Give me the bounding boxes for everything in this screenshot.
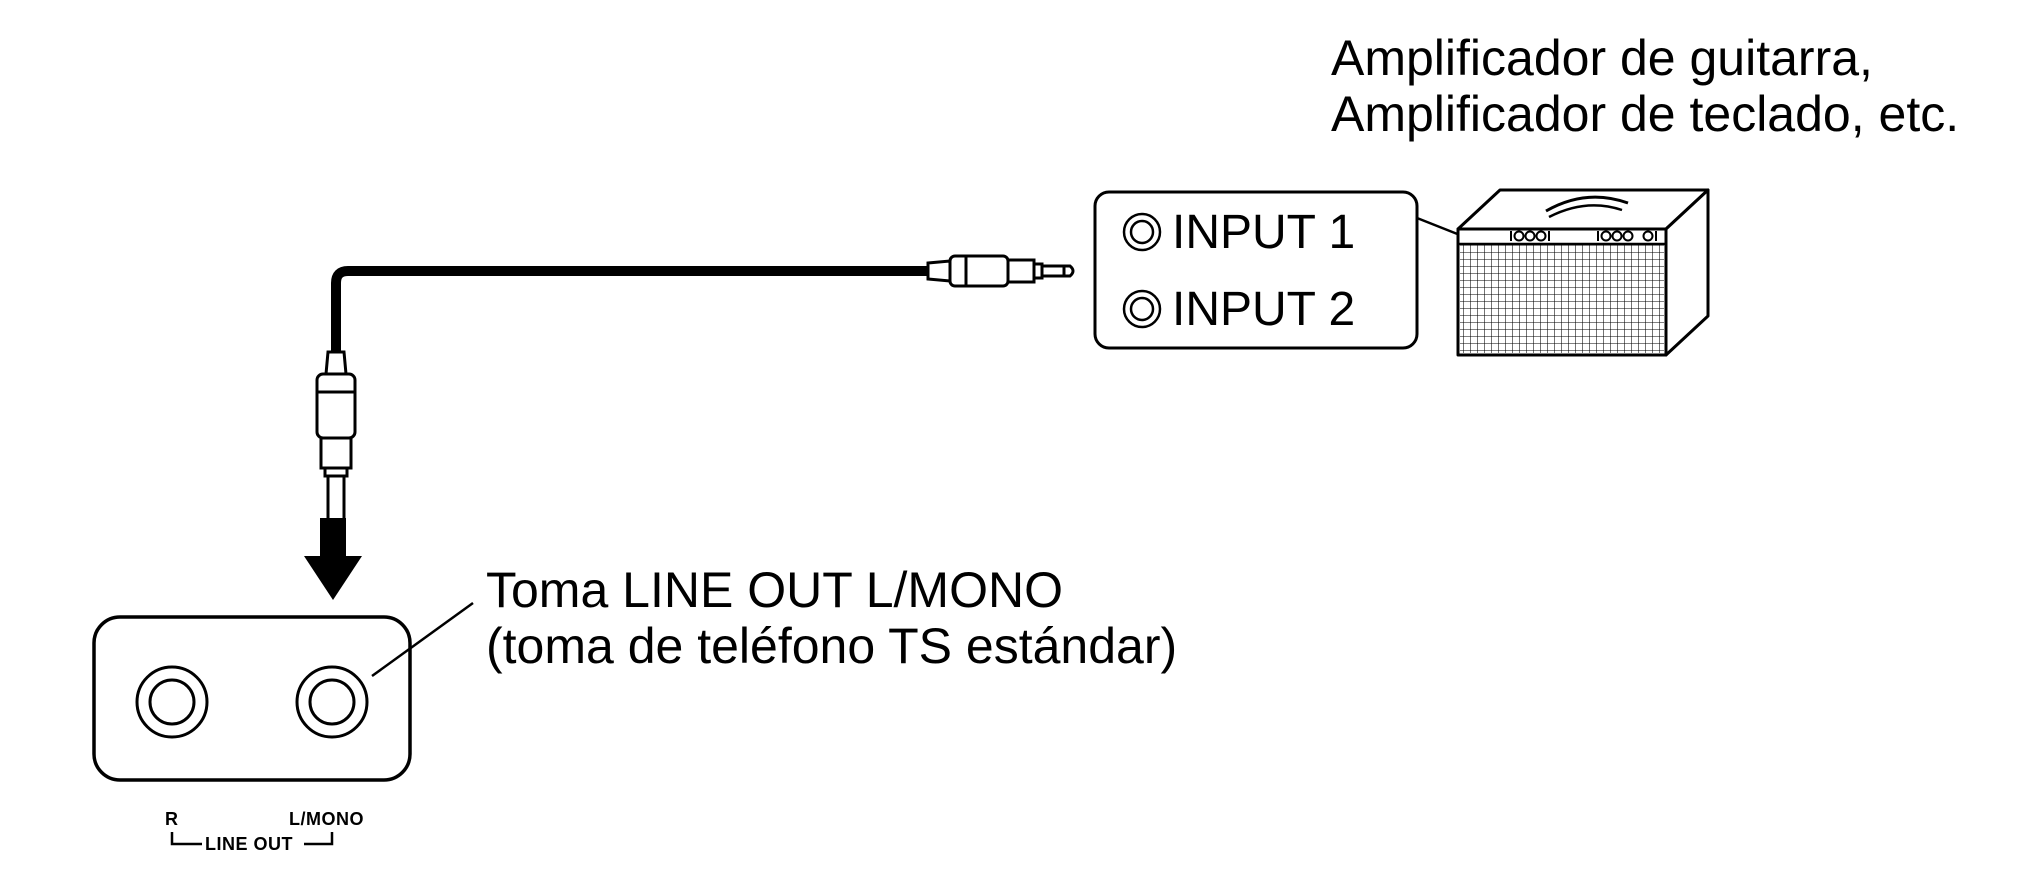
amplifier-caption: Amplificador de guitarra, Amplificador d… — [1331, 30, 1959, 142]
down-arrow-icon — [304, 518, 362, 600]
line-out-label: LINE OUT — [205, 834, 293, 854]
jack-callout-line-1: Toma LINE OUT L/MONO — [486, 562, 1063, 618]
input-2-label: INPUT 2 — [1172, 283, 1356, 336]
vertical-plug — [315, 350, 357, 532]
jack-callout: Toma LINE OUT L/MONO (toma de teléfono T… — [486, 562, 1177, 674]
input-2-jack-icon — [1122, 289, 1162, 329]
audio-cable — [331, 266, 936, 360]
horizontal-plug — [926, 254, 1075, 288]
l-mono-jack-icon — [295, 665, 369, 739]
amplifier-caption-line-2: Amplificador de teclado, etc. — [1331, 86, 1960, 142]
input-1-label: INPUT 1 — [1172, 206, 1356, 259]
l-mono-label: L/MONO — [289, 809, 364, 829]
input-panel — [1093, 190, 1471, 350]
line-out-panel — [92, 601, 474, 846]
amplifier-icon — [1456, 188, 1710, 357]
input-1-jack-icon — [1122, 212, 1162, 252]
jack-callout-line-2: (toma de teléfono TS estándar) — [486, 618, 1178, 674]
amplifier-caption-line-1: Amplificador de guitarra, — [1331, 30, 1873, 86]
callout-leader-line — [371, 601, 474, 678]
r-label: R — [165, 809, 179, 829]
line-out-bracket — [170, 832, 334, 846]
r-jack-icon — [135, 665, 209, 739]
